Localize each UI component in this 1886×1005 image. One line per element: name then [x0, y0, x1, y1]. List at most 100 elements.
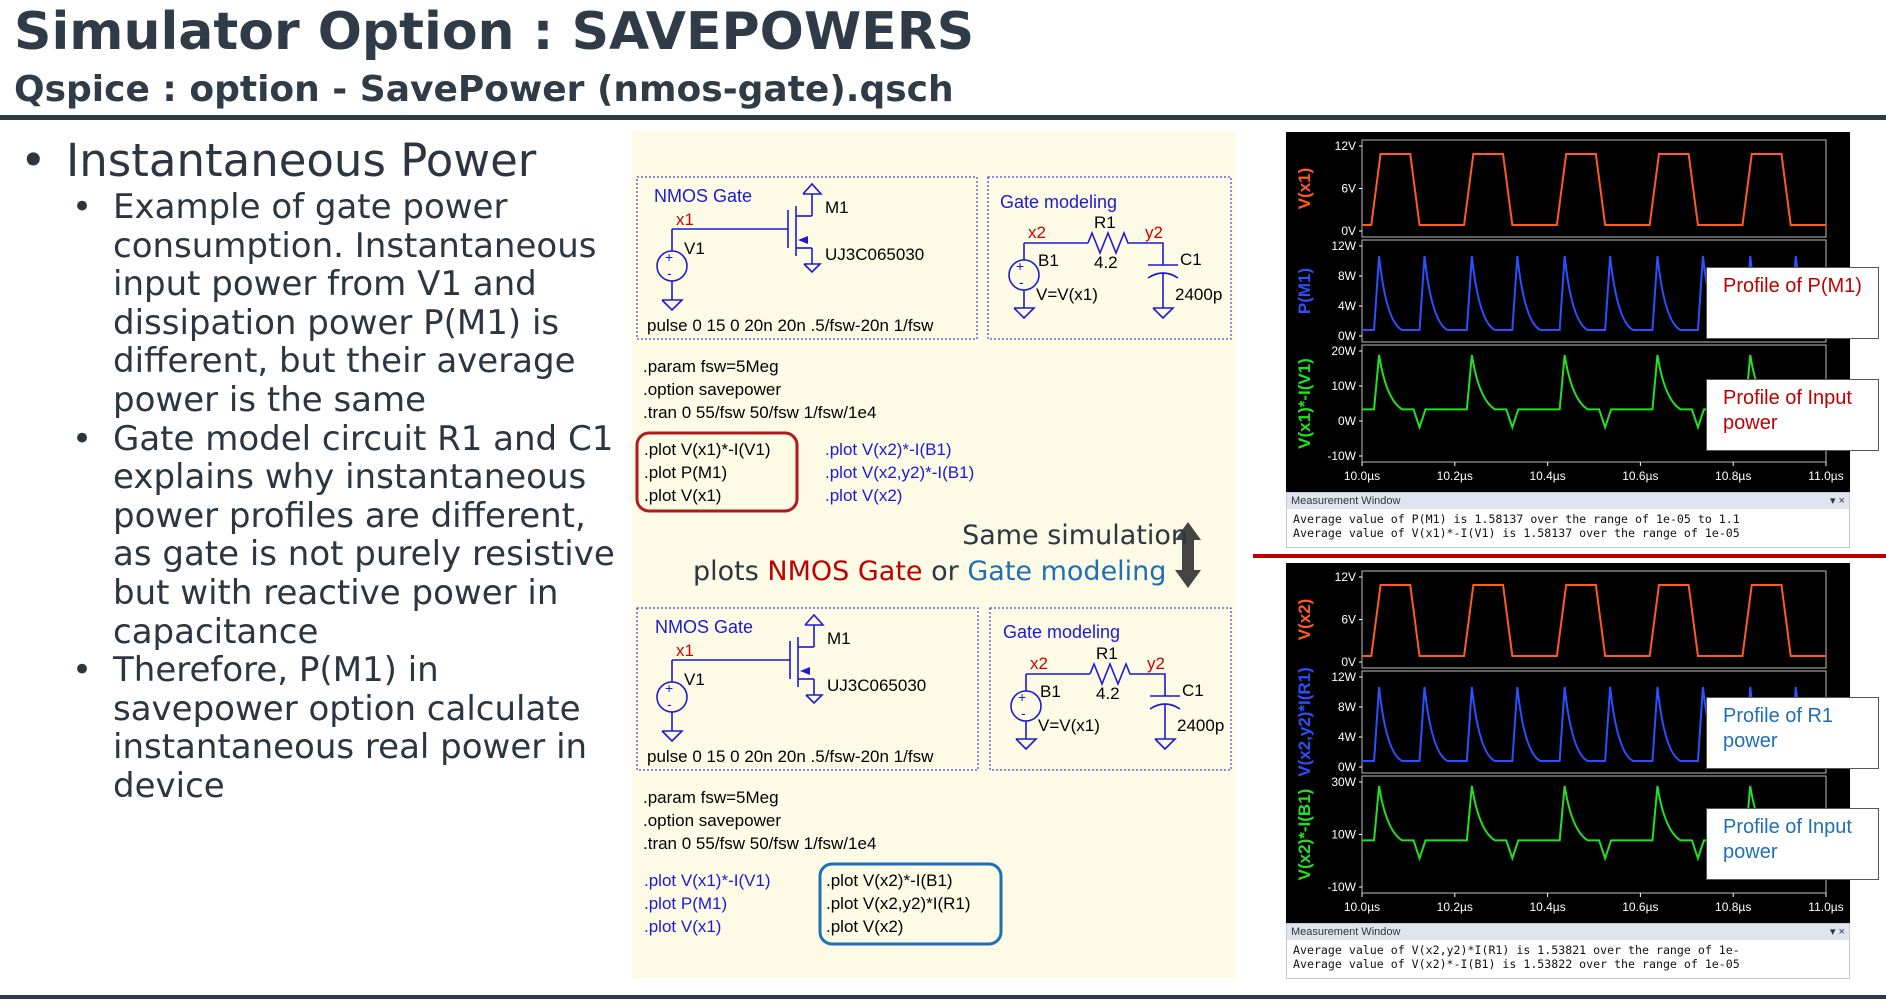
r1-resistor-bottom[interactable]: [1089, 661, 1181, 751]
plots-prefix: plots: [693, 556, 759, 587]
schematic-panel: [632, 131, 1236, 978]
pulse-spec: pulse 0 15 0 20n 20n .5/fsw-20n 1/fsw: [647, 316, 934, 335]
sub-bullet-3: Therefore, P(M1) in savepower option cal…: [66, 651, 618, 805]
x-tick-label: 10.2µs: [1437, 469, 1473, 483]
y-tick-label: -10W: [1327, 449, 1356, 463]
x-tick-label: 10.6µs: [1622, 469, 1658, 483]
measurement-window-controls[interactable]: ▾ ×: [1829, 926, 1845, 938]
measurement-window-title: Measurement Window: [1291, 926, 1401, 938]
y-tick-label: 12W: [1331, 670, 1356, 684]
x-tick-label: 10.0µs: [1344, 900, 1380, 914]
svg-text:+: +: [1016, 258, 1024, 274]
y-tick-label: 4W: [1338, 299, 1357, 313]
trace-line: [1362, 785, 1826, 862]
bullet-list: Instantaneous Power Example of gate powe…: [18, 134, 618, 806]
plot-bottom-right-2: .plot V(x2,y2)*I(R1): [826, 894, 971, 913]
y-tick-label: 0V: [1341, 224, 1356, 238]
y-axis-label: V(x1)*-I(V1): [1295, 358, 1314, 449]
gate-title-bottom: Gate modeling: [1003, 622, 1120, 642]
highlight-box-top: [635, 431, 799, 513]
nmos-gate-highlight: NMOS Gate: [767, 556, 923, 587]
y-tick-label: 0W: [1338, 760, 1357, 774]
svg-text:-: -: [1019, 274, 1024, 290]
nmos-box[interactable]: [636, 176, 978, 340]
highlight-box-bottom: [818, 862, 1003, 946]
plot-top-left-2: .plot P(M1): [644, 463, 727, 482]
y-axis-label: V(x2)*-I(B1): [1295, 789, 1314, 881]
svg-text:-: -: [667, 265, 672, 281]
y-tick-label: 0W: [1338, 329, 1357, 343]
y-tick-label: 10W: [1331, 828, 1356, 842]
plot-bottom-right-1: .plot V(x2)*-I(B1): [826, 871, 953, 890]
x-tick-label: 10.6µs: [1622, 900, 1658, 914]
measurement-window-title: Measurement Window: [1291, 495, 1401, 507]
m1-model-bottom: UJ3C065030: [827, 676, 926, 695]
m1-label-bottom: M1: [827, 629, 851, 648]
gate-model-box-bottom[interactable]: [989, 607, 1232, 771]
svg-text:+: +: [665, 249, 673, 265]
svg-text:+: +: [1018, 689, 1026, 705]
y-tick-label: 0W: [1338, 414, 1357, 428]
trace-line: [1362, 584, 1826, 657]
bullet-main: Instantaneous Power: [18, 134, 618, 188]
header-rule: [0, 115, 1886, 120]
x-tick-label: 10.0µs: [1344, 469, 1380, 483]
sub-bullet-list: Example of gate power consumption. Insta…: [66, 188, 618, 806]
slide-title: Simulator Option : SAVEPOWERS: [14, 2, 975, 62]
gate-title: Gate modeling: [1000, 192, 1117, 212]
callout-profile-pm1: Profile of P(M1): [1706, 267, 1879, 339]
b1-source[interactable]: [1008, 242, 1088, 320]
nmos-title: NMOS Gate: [654, 186, 752, 206]
v1-source-bottom[interactable]: [656, 659, 790, 743]
svg-text:-: -: [667, 696, 672, 712]
plot-bottom-left-3: .plot V(x1): [644, 917, 721, 936]
measurement-window-top[interactable]: Measurement Window ▾ × Average value of …: [1286, 492, 1850, 548]
b1-expr: V=V(x1): [1036, 285, 1098, 304]
r1-resistor[interactable]: [1087, 230, 1179, 320]
measurement-line: Average value of P(M1) is 1.58137 over t…: [1293, 512, 1740, 526]
or-word: or: [931, 556, 959, 587]
plot-top-right-2: .plot V(x2,y2)*-I(B1): [825, 463, 974, 482]
m1-transistor[interactable]: [787, 182, 823, 274]
y-tick-label: 20W: [1331, 344, 1356, 358]
plots-caption: plots NMOS Gate or Gate modeling: [693, 556, 1166, 587]
measurement-line: Average value of V(x1)*-I(V1) is 1.58137…: [1293, 526, 1740, 540]
y-tick-label: 6V: [1341, 613, 1356, 627]
measurement-line: Average value of V(x2,y2)*I(R1) is 1.538…: [1293, 943, 1740, 957]
b1-source-bottom[interactable]: [1010, 673, 1090, 751]
y-tick-label: 6V: [1341, 182, 1356, 196]
m1-transistor-bottom[interactable]: [789, 613, 825, 705]
y-tick-label: 12V: [1335, 139, 1356, 153]
gate-modeling-highlight: Gate modeling: [967, 556, 1167, 587]
schematic-bottom: NMOS Gate Gate modeling + - x1 V1 M1 UJ3…: [636, 607, 1232, 946]
b1-expr-bottom: V=V(x1): [1038, 716, 1100, 735]
plot-top-right-3: .plot V(x2): [825, 486, 902, 505]
x-tick-label: 10.4µs: [1529, 900, 1565, 914]
callout-profile-input-bottom: Profile of Input power: [1706, 808, 1879, 880]
measurement-window-controls[interactable]: ▾ ×: [1829, 495, 1845, 507]
measurement-window-bottom[interactable]: Measurement Window ▾ × Average value of …: [1286, 923, 1850, 979]
y-tick-label: 8W: [1338, 269, 1357, 283]
plot-bottom-left-1: .plot V(x1)*-I(V1): [644, 871, 771, 890]
measurement-window-titlebar: Measurement Window ▾ ×: [1287, 493, 1849, 509]
x-tick-label: 11.0µs: [1808, 469, 1843, 483]
net-label-y2: y2: [1145, 223, 1163, 242]
m1-label: M1: [825, 198, 849, 217]
slide-subtitle: Qspice : option - SavePower (nmos-gate).…: [14, 69, 954, 110]
y-tick-label: 12V: [1335, 570, 1356, 584]
x-tick-label: 11.0µs: [1808, 900, 1843, 914]
v1-source[interactable]: [656, 228, 788, 312]
r1-label: R1: [1094, 213, 1116, 232]
x-tick-label: 10.4µs: [1529, 469, 1565, 483]
gate-model-box[interactable]: [987, 176, 1232, 340]
v1-label: V1: [684, 239, 705, 258]
section-divider: [1253, 554, 1886, 558]
option-directive-bottom: .option savepower: [643, 811, 781, 830]
x-tick-label: 10.8µs: [1715, 469, 1751, 483]
x-tick-label: 10.8µs: [1715, 900, 1751, 914]
b1-label: B1: [1038, 251, 1059, 270]
tran-directive: .tran 0 55/fsw 50/fsw 1/fsw/1e4: [643, 403, 876, 422]
param-directive: .param fsw=5Meg: [643, 357, 779, 376]
nmos-box-bottom[interactable]: [636, 607, 979, 771]
param-directive-bottom: .param fsw=5Meg: [643, 788, 779, 807]
